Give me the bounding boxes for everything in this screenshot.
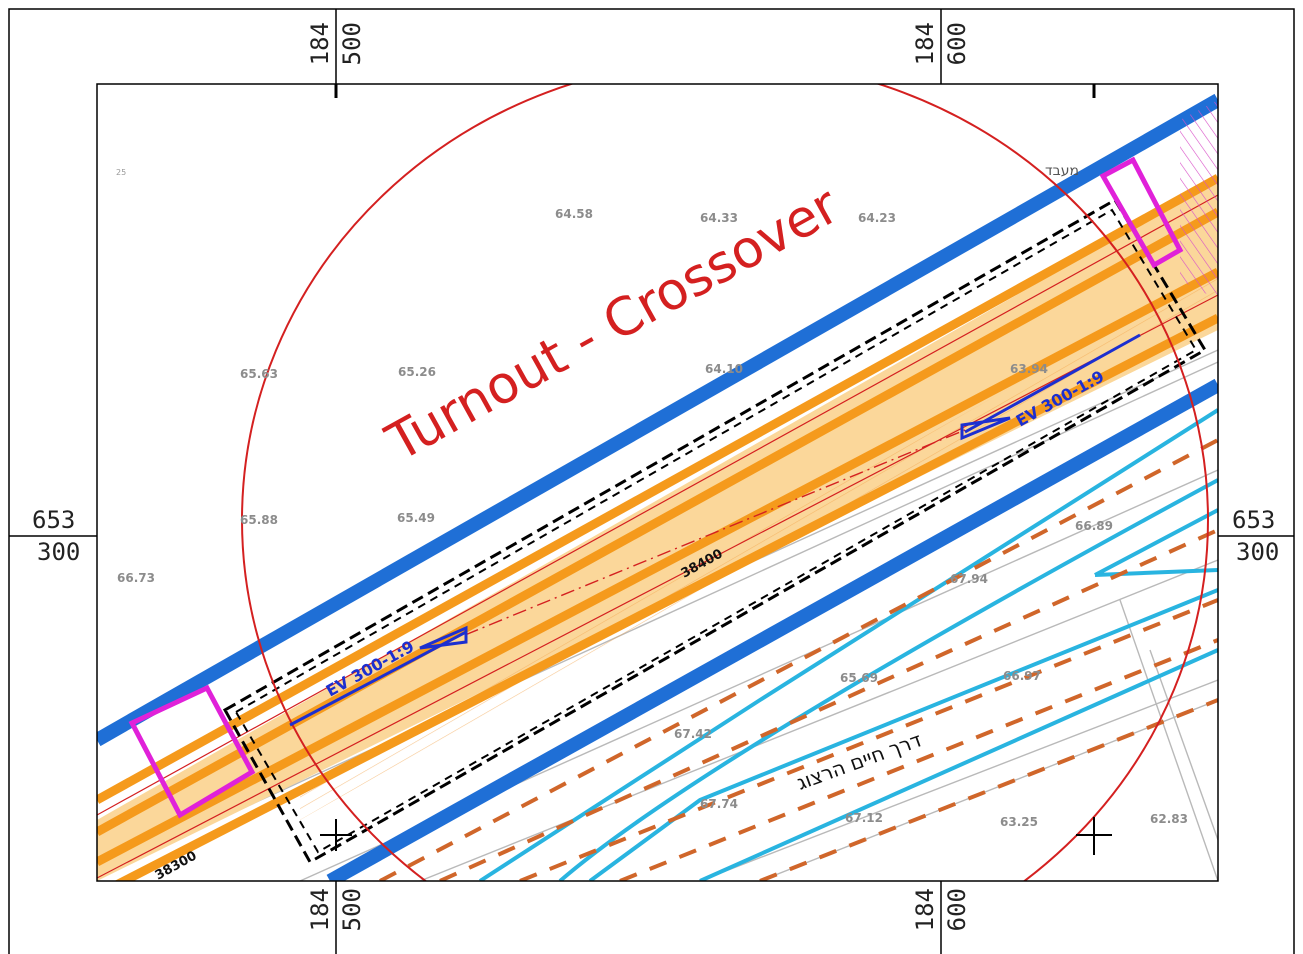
elevation-label: 65.88: [240, 513, 278, 527]
small-number: 25: [116, 168, 126, 177]
grid-label-bottom-left-major: 184: [306, 888, 334, 932]
elevation-label: 67.12: [845, 811, 883, 825]
elevation-label: 66.89: [1075, 519, 1113, 533]
switch-markers: [289, 333, 1141, 727]
grid-label-top-right-major: 184: [911, 22, 939, 66]
elevation-label: 66.73: [117, 571, 155, 585]
elevation-label: 62.83: [1150, 812, 1188, 826]
grid-label-top-right-minor: 600: [943, 22, 971, 66]
grid-label-top-left-major: 184: [306, 22, 334, 66]
boundary-rail-south: [326, 378, 1218, 881]
restricted-area: [1180, 100, 1218, 300]
section-boundary-left: [128, 684, 256, 819]
elevation-label: 66.97: [1003, 669, 1041, 683]
boundary-rail-north: [97, 93, 1218, 747]
label-overpass: מעבד: [1045, 163, 1079, 179]
grid-label-bottom-right-major: 184: [911, 888, 939, 932]
elevation-label: 65.26: [398, 365, 436, 379]
survey-crosshairs: [320, 817, 1112, 855]
elevation-label: 64.10: [705, 362, 743, 376]
crossover-circle: [241, 84, 1209, 881]
grid-label-left-minor: 300: [37, 538, 81, 566]
elevation-label: 65.69: [840, 671, 878, 685]
elevation-labels: 64.58 64.33 64.23 65.63 65.26 64.10 63.9…: [117, 207, 1188, 829]
elevation-label: 64.23: [858, 211, 896, 225]
grid-label-bottom-right-minor: 600: [943, 888, 971, 932]
elevation-label: 67.74: [700, 797, 738, 811]
elevation-label: 65.49: [397, 511, 435, 525]
tracks-corridor: [97, 174, 1218, 881]
elevation-label: 67.94: [950, 572, 988, 586]
work-limit-inner: [234, 208, 1198, 854]
lane-markings: [379, 438, 1218, 881]
grid-label-right-major: 653: [1232, 506, 1276, 534]
elevation-label: 64.58: [555, 207, 593, 221]
section-boundary-right: [1099, 156, 1184, 269]
grid-label-left-major: 653: [32, 506, 76, 534]
sheet-border: [8, 8, 1295, 954]
elevation-label: 67.42: [674, 727, 712, 741]
elevation-label: 63.25: [1000, 815, 1038, 829]
grid-label-top-left-minor: 500: [338, 22, 366, 66]
work-limit-outer: [222, 197, 1208, 865]
map-frame: [96, 83, 1219, 882]
grid-label-right-minor: 300: [1236, 538, 1280, 566]
grid-label-bottom-left-minor: 500: [338, 888, 366, 932]
elevation-label: 64.33: [700, 211, 738, 225]
elevation-label: 65.63: [240, 367, 278, 381]
elevation-label: 63.94: [1010, 362, 1048, 376]
map-content: Turnout - Crossover EV 300-1:9 EV 300-1:…: [97, 84, 1218, 881]
